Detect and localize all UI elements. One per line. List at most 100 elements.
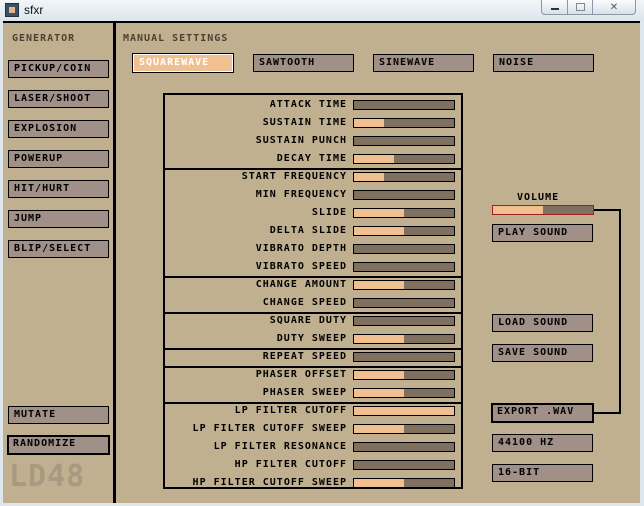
param-label: SUSTAIN PUNCH <box>255 135 347 146</box>
volume-slider-fill <box>493 206 543 214</box>
explosion-button[interactable]: EXPLOSION <box>8 120 109 138</box>
window-frame-bottom <box>0 503 644 506</box>
param-slider[interactable] <box>353 388 455 398</box>
param-slider[interactable] <box>353 460 455 470</box>
waveform-sinewave-button[interactable]: SINEWAVE <box>373 54 474 72</box>
waveform-noise-button[interactable]: NOISE <box>493 54 594 72</box>
powerup-button[interactable]: POWERUP <box>8 150 109 168</box>
blip-select-button[interactable]: BLIP/SELECT <box>8 240 109 258</box>
param-group-divider <box>165 402 461 404</box>
param-label: SQUARE DUTY <box>269 315 347 326</box>
pickup-coin-button[interactable]: PICKUP/COIN <box>8 60 109 78</box>
param-label: VIBRATO SPEED <box>255 261 347 272</box>
window-frame-right <box>640 21 644 506</box>
param-slider[interactable] <box>353 334 455 344</box>
close-button[interactable] <box>592 0 636 15</box>
param-slider-fill <box>354 155 394 163</box>
hit-hurt-button[interactable]: HIT/HURT <box>8 180 109 198</box>
title-bar: sfxr <box>0 0 644 22</box>
top-divider <box>3 21 640 23</box>
connector-line-top <box>594 209 621 211</box>
param-slider[interactable] <box>353 316 455 326</box>
param-label: START FREQUENCY <box>241 171 347 182</box>
param-slider-fill <box>354 389 404 397</box>
param-slider[interactable] <box>353 208 455 218</box>
bit-depth-button[interactable]: 16-BIT <box>492 464 593 482</box>
param-group-divider <box>165 312 461 314</box>
randomize-button[interactable]: RANDOMIZE <box>7 435 110 455</box>
param-label: CHANGE SPEED <box>262 297 347 308</box>
param-slider[interactable] <box>353 406 455 416</box>
manual-settings-heading: MANUAL SETTINGS <box>123 33 229 44</box>
ld48-logo: LD48 <box>9 459 86 494</box>
laser-shoot-button[interactable]: LASER/SHOOT <box>8 90 109 108</box>
param-slider[interactable] <box>353 424 455 434</box>
maximize-button[interactable] <box>567 0 593 15</box>
param-slider-fill <box>354 227 404 235</box>
sidebar-divider <box>113 21 116 503</box>
param-slider[interactable] <box>353 262 455 272</box>
generator-heading: GENERATOR <box>12 33 76 44</box>
param-slider[interactable] <box>353 352 455 362</box>
connector-line-vertical <box>619 209 621 414</box>
param-slider-fill <box>354 281 404 289</box>
param-label: CHANGE AMOUNT <box>255 279 347 290</box>
waveform-sawtooth-button[interactable]: SAWTOOTH <box>253 54 354 72</box>
param-label: LP FILTER RESONANCE <box>213 441 347 452</box>
mutate-button[interactable]: MUTATE <box>8 406 109 424</box>
param-slider-fill <box>354 119 384 127</box>
waveform-squarewave-button[interactable]: SQUAREWAVE <box>133 54 233 72</box>
volume-slider[interactable] <box>492 205 594 215</box>
app-canvas: GENERATOR PICKUP/COIN LASER/SHOOT EXPLOS… <box>3 21 640 503</box>
param-slider-fill <box>354 371 404 379</box>
param-label: SLIDE <box>311 207 347 218</box>
param-slider[interactable] <box>353 136 455 146</box>
param-label: VIBRATO DEPTH <box>255 243 347 254</box>
volume-label: VOLUME <box>517 192 560 203</box>
jump-button[interactable]: JUMP <box>8 210 109 228</box>
param-label: DECAY TIME <box>276 153 347 164</box>
param-slider[interactable] <box>353 370 455 380</box>
param-label: LP FILTER CUTOFF <box>234 405 347 416</box>
param-label: REPEAT SPEED <box>262 351 347 362</box>
param-slider-fill <box>354 209 404 217</box>
param-slider[interactable] <box>353 244 455 254</box>
param-slider[interactable] <box>353 280 455 290</box>
param-slider[interactable] <box>353 226 455 236</box>
save-sound-button[interactable]: SAVE SOUND <box>492 344 593 362</box>
load-sound-button[interactable]: LOAD SOUND <box>492 314 593 332</box>
window-frame-left <box>0 21 3 506</box>
window-title: sfxr <box>24 3 44 17</box>
param-slider[interactable] <box>353 100 455 110</box>
param-slider[interactable] <box>353 298 455 308</box>
param-label: PHASER SWEEP <box>262 387 347 398</box>
param-group-divider <box>165 366 461 368</box>
param-slider-fill <box>354 479 404 487</box>
param-label: LP FILTER CUTOFF SWEEP <box>192 423 347 434</box>
param-slider-fill <box>354 407 454 415</box>
param-slider[interactable] <box>353 172 455 182</box>
param-label: ATTACK TIME <box>269 99 347 110</box>
connector-line-bottom <box>594 412 621 414</box>
param-slider-fill <box>354 173 384 181</box>
param-slider-fill <box>354 335 404 343</box>
param-label: DUTY SWEEP <box>276 333 347 344</box>
param-label: HP FILTER CUTOFF SWEEP <box>192 477 347 488</box>
param-slider-fill <box>354 425 404 433</box>
param-group-divider <box>165 168 461 170</box>
play-sound-button[interactable]: PLAY SOUND <box>492 224 593 242</box>
minimize-button[interactable] <box>541 0 568 15</box>
param-label: DELTA SLIDE <box>269 225 347 236</box>
param-slider[interactable] <box>353 478 455 488</box>
sample-rate-button[interactable]: 44100 HZ <box>492 434 593 452</box>
param-label: MIN FREQUENCY <box>255 189 347 200</box>
param-slider[interactable] <box>353 154 455 164</box>
param-label: HP FILTER CUTOFF <box>234 459 347 470</box>
param-slider[interactable] <box>353 442 455 452</box>
param-slider[interactable] <box>353 190 455 200</box>
export-wav-button[interactable]: EXPORT .WAV <box>491 403 594 423</box>
param-group-divider <box>165 276 461 278</box>
param-slider[interactable] <box>353 118 455 128</box>
app-icon <box>5 3 19 17</box>
param-group-divider <box>165 348 461 350</box>
